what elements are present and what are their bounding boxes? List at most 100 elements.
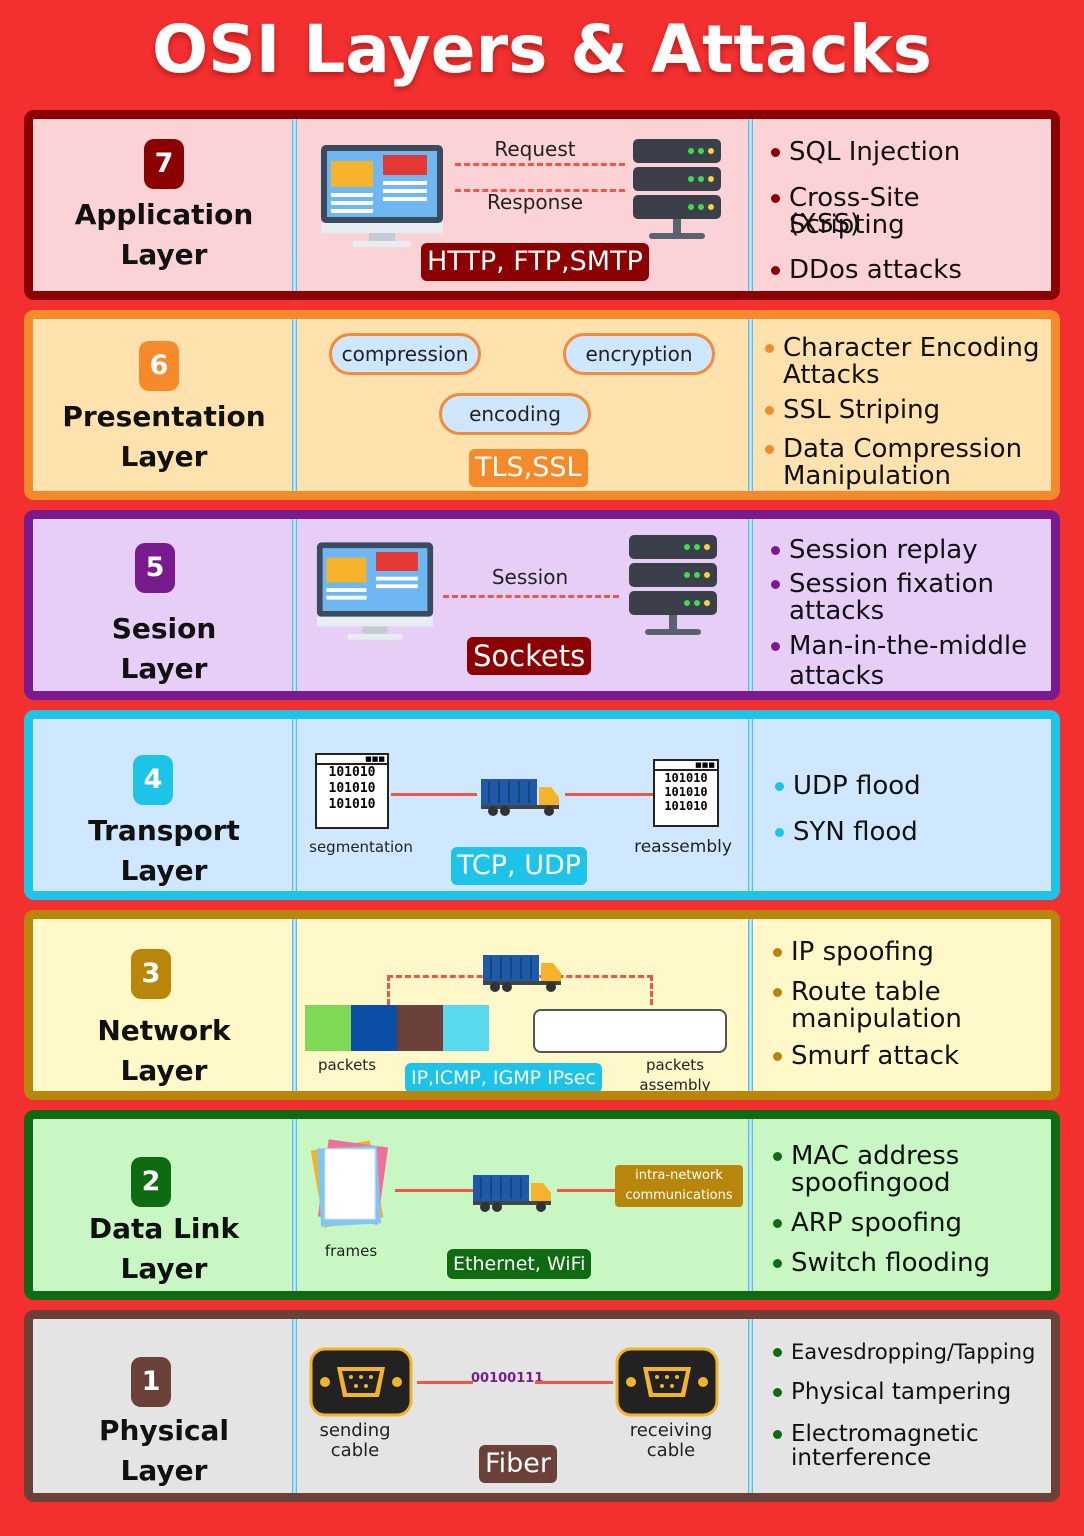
attack-text: Physical tampering <box>791 1379 1012 1405</box>
link-line <box>395 1189 473 1192</box>
attack-text: manipulation <box>791 1004 962 1034</box>
attack-text: UDP flood <box>793 771 921 801</box>
attack-item: Session replay <box>771 537 1043 564</box>
request-label: Request <box>494 137 576 161</box>
protocol-badge: HTTP, FTP,SMTP <box>421 243 649 281</box>
frames-icon <box>310 1139 389 1228</box>
truck-icon <box>481 779 559 816</box>
attack-text: Eavesdropping/Tapping <box>791 1340 1036 1364</box>
bit-stream-label: 00100111 <box>471 1371 544 1386</box>
request-line <box>455 163 625 166</box>
attack-item: SSL Striping <box>765 397 1043 424</box>
attack-text: Manipulation <box>783 461 952 491</box>
attack-text: SYN flood <box>793 817 918 847</box>
reassembled-data-icon: ■■■ 101010 101010 101010 <box>653 759 719 827</box>
truck-icon <box>473 1175 551 1212</box>
protocol-badge: TLS,SSL <box>469 449 588 487</box>
layer-number-badge: 6 <box>139 341 179 391</box>
reassembly-label: reassembly <box>634 837 732 857</box>
binary-row: 101010 <box>664 799 708 813</box>
segment-data-icon: ■■■ 101010 101010 101010 <box>315 753 389 829</box>
layer-name-line1: Sesion <box>111 612 217 645</box>
column-divider <box>292 1119 297 1291</box>
attack-text: spoofingood <box>791 1168 951 1198</box>
layer-2-data-link: 2 Data Link Layer intra-network communic… <box>24 1110 1060 1300</box>
response-label: Response <box>486 190 584 214</box>
layer-name-line2: Layer <box>120 1252 208 1285</box>
layer-1-physical: 1 Physical Layer 00100111 sending cable … <box>24 1310 1060 1502</box>
attack-item: Physical tampering <box>773 1379 1043 1406</box>
link-line <box>417 1381 473 1384</box>
attack-item-continued: attacks <box>771 598 1043 625</box>
layer-name-line2: Layer <box>120 1054 208 1087</box>
session-label: Session <box>491 565 569 589</box>
attack-text: SSL Striping <box>783 395 941 425</box>
packets-assembly-label-line2: assembly <box>639 1076 711 1094</box>
protocol-badge: IP,ICMP, IGMP IPsec <box>405 1063 602 1091</box>
server-icon <box>629 535 717 635</box>
link-line <box>557 1189 615 1192</box>
attack-text: Attacks <box>783 360 880 390</box>
intra-network-line1: intra-network <box>635 1168 723 1183</box>
attack-item: Cross-Site Scripting <box>771 185 1043 239</box>
frames-label: frames <box>324 1242 378 1260</box>
response-line <box>455 189 625 192</box>
binary-row: 101010 <box>328 765 376 780</box>
packet-block <box>443 1005 489 1051</box>
attack-text: (XSS) <box>789 209 861 239</box>
packets-assembly-label-line1: packets <box>645 1056 705 1074</box>
attack-text: Session fixation <box>789 569 994 599</box>
attack-item-continued: Manipulation <box>765 463 1043 490</box>
column-divider <box>292 719 297 891</box>
protocol-badge: Fiber <box>479 1445 557 1483</box>
attack-text: DDos attacks <box>789 255 962 285</box>
attack-item-continued: interference <box>773 1445 1043 1472</box>
packets-label: packets <box>317 1056 377 1074</box>
layer-number-badge: 5 <box>135 543 175 593</box>
sending-cable-label-line2: cable <box>330 1440 380 1461</box>
attack-text: Switch flooding <box>791 1248 991 1278</box>
attack-text: Route table <box>791 977 941 1007</box>
sending-cable-label-line1: sending <box>319 1420 391 1441</box>
layer-3-network: 3 Network Layer packets packets assembly… <box>24 910 1060 1100</box>
binary-row: 101010 <box>328 781 376 796</box>
packet-block <box>397 1005 443 1051</box>
page-title: OSI Layers & Attacks <box>152 11 932 88</box>
attack-item-continued: Attacks <box>765 362 1043 389</box>
layer-name-line2: Layer <box>120 440 208 473</box>
attack-item: DDos attacks <box>771 257 1043 284</box>
attack-text: SQL Injection <box>789 137 961 167</box>
attack-item: Eavesdropping/Tapping <box>773 1339 1043 1366</box>
column-divider <box>748 1319 753 1493</box>
layer-number-badge: 4 <box>133 755 173 805</box>
layer-number-badge: 1 <box>131 1357 171 1407</box>
layer-name-line1: Physical <box>98 1414 230 1447</box>
link-line <box>535 1381 613 1384</box>
compression-pill: compression <box>329 333 481 375</box>
attack-text: Session replay <box>789 535 978 565</box>
attack-item: Electromagnetic <box>773 1421 1043 1448</box>
attack-item: Route table <box>773 979 1043 1006</box>
encryption-pill: encryption <box>563 333 715 375</box>
attack-text: Cross-Site Scripting <box>789 183 920 240</box>
protocol-badge: Sockets <box>467 637 592 675</box>
column-divider <box>748 319 753 491</box>
layer-5-session: 5 Sesion Layer Session Sockets Session <box>24 510 1060 700</box>
attack-item-continued: manipulation <box>773 1006 1043 1033</box>
computer-icon <box>316 542 434 640</box>
attack-item: MAC address <box>773 1143 1043 1170</box>
serial-port-icon <box>615 1347 719 1417</box>
link-line <box>565 793 653 796</box>
attack-text: MAC address <box>791 1141 960 1171</box>
attack-text: Electromagnetic <box>791 1421 979 1447</box>
attack-item: Character Encoding <box>765 335 1043 362</box>
encoding-pill: encoding <box>439 393 591 435</box>
intra-network-line2: communications <box>625 1188 733 1203</box>
attack-item: SYN flood <box>775 819 1043 846</box>
binary-row: 101010 <box>664 785 708 799</box>
column-divider <box>748 1119 753 1291</box>
column-divider <box>748 919 753 1091</box>
layer-name-line1: Network <box>97 1014 231 1047</box>
packet-block <box>351 1005 397 1051</box>
attack-item: Man-in-the-middle <box>771 633 1043 660</box>
